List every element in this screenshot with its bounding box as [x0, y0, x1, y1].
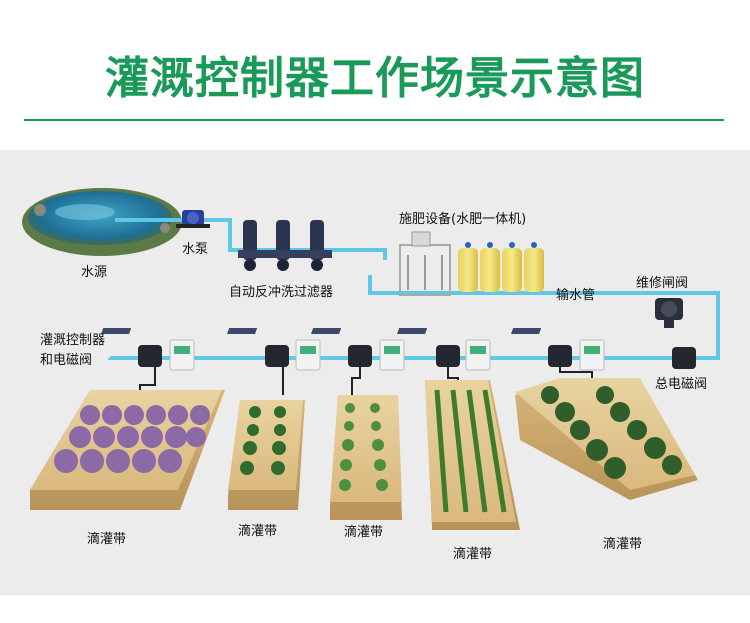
- title-divider: [24, 119, 724, 121]
- controller-label-line1: 灌溉控制器: [40, 331, 105, 351]
- page-title: 灌溉控制器工作场景示意图: [0, 42, 750, 106]
- drip-tape-label: 滴灌带: [453, 543, 492, 562]
- filter-icon: [238, 220, 332, 271]
- drip-tape-label: 滴灌带: [87, 528, 126, 547]
- field-2: [228, 400, 305, 510]
- water-source-label: 水源: [81, 261, 107, 280]
- main-valve-label: 总电磁阀: [655, 373, 707, 392]
- fertilizer-label: 施肥设备(水肥一体机): [399, 208, 526, 227]
- field-3: [330, 395, 402, 520]
- field-1: [30, 390, 225, 510]
- maintenance-valve-label: 维修闸阀: [636, 272, 688, 291]
- controller-label: 灌溉控制器 和电磁阀: [40, 331, 105, 371]
- gate-valve-icon: [655, 298, 683, 328]
- fertilizer-icon: [400, 232, 544, 295]
- field-5: [515, 378, 698, 500]
- pipe-label: 输水管: [556, 284, 595, 303]
- field-4: [425, 380, 520, 530]
- drip-tape-label: 滴灌带: [603, 533, 642, 552]
- pump-label: 水泵: [182, 238, 208, 257]
- drip-tape-label: 滴灌带: [344, 521, 383, 540]
- drip-tape-label: 滴灌带: [238, 520, 277, 539]
- filter-label: 自动反冲洗过滤器: [229, 281, 333, 300]
- controller-label-line2: 和电磁阀: [40, 351, 105, 371]
